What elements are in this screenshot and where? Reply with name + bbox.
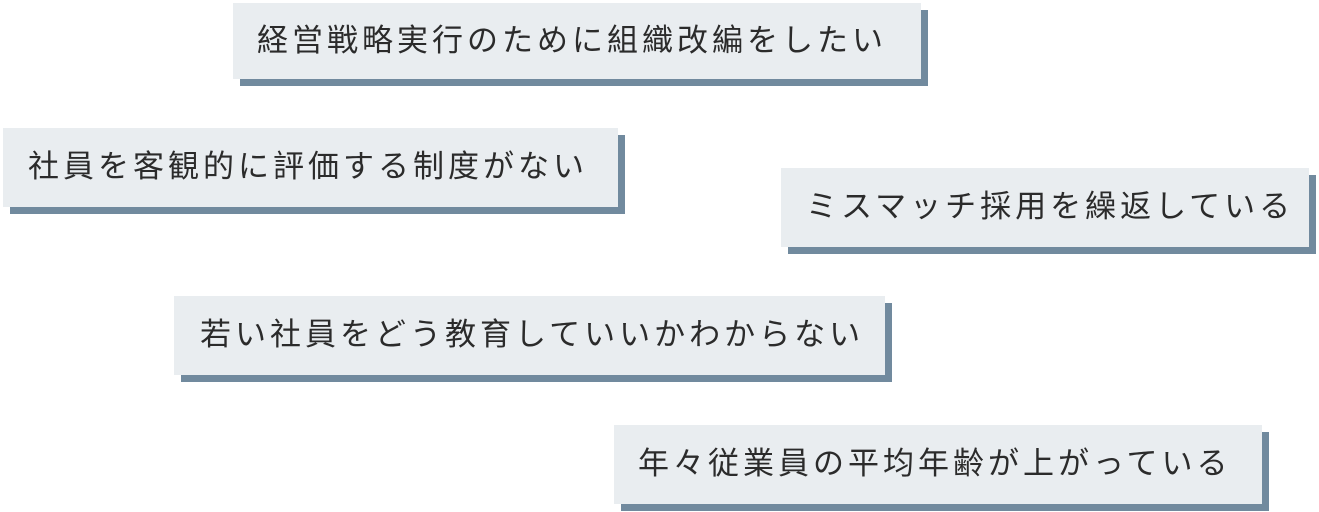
issue-card-mismatch-hiring: ミスマッチ採用を繰返している <box>781 168 1309 247</box>
issue-card-aging-workforce: 年々従業員の平均年齢が上がっている <box>614 425 1262 504</box>
issue-text: 社員を客観的に評価する制度がない <box>28 149 588 185</box>
issue-card-evaluation: 社員を客観的に評価する制度がない <box>3 128 618 207</box>
issue-text: 経営戦略実行のために組織改編をしたい <box>257 22 887 59</box>
issue-text: ミスマッチ採用を繰返している <box>806 189 1295 225</box>
issue-card-reorganization: 経営戦略実行のために組織改編をしたい <box>233 3 921 79</box>
issue-text: 若い社員をどう教育していいかわからない <box>200 317 865 353</box>
issue-text: 年々従業員の平均年齢が上がっている <box>638 446 1232 482</box>
issue-card-young-staff-training: 若い社員をどう教育していいかわからない <box>174 296 885 375</box>
